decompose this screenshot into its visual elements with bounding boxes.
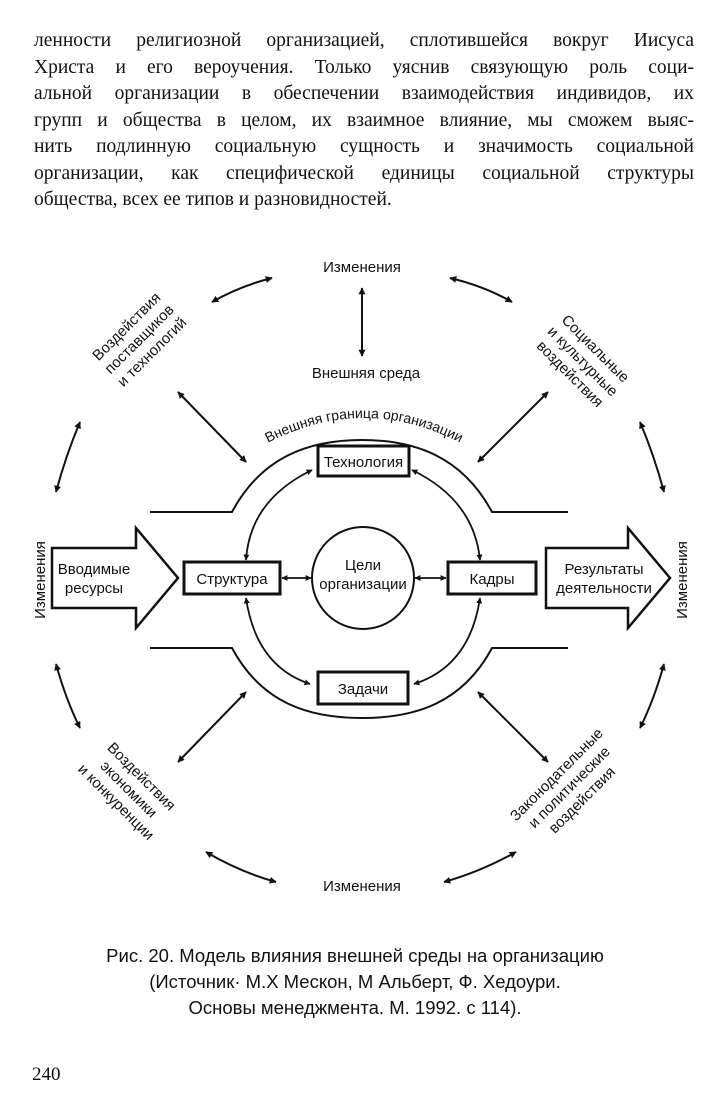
arc-arrow bbox=[411, 469, 483, 561]
outer-arrows bbox=[54, 276, 666, 884]
body-line: групп и общества в целом, их взаимное вл… bbox=[34, 109, 694, 131]
body-line: ленности религиозной организацией, сплот… bbox=[34, 30, 694, 51]
arc-arrow bbox=[54, 421, 81, 493]
arc-arrow bbox=[54, 663, 81, 729]
diagonal-arrow bbox=[177, 391, 247, 463]
arc-arrow bbox=[443, 851, 517, 884]
diagonal-arrow bbox=[477, 391, 549, 463]
caption-line: Основы менеджмента. М. 1992. с 114). bbox=[188, 997, 522, 1018]
goals-label: Цели bbox=[345, 557, 381, 574]
top-right-influence: Социальные и культурные воздействия bbox=[533, 312, 632, 411]
body-line: альной организации в обеспечении взаимод… bbox=[34, 83, 694, 104]
caption-line: (Источник· М.Х Мескон, М Альберт, Ф. Хед… bbox=[149, 971, 561, 992]
goals-circle bbox=[311, 526, 415, 630]
inner-arrows bbox=[243, 469, 483, 686]
inputs-label: ресурсы bbox=[65, 580, 123, 597]
goals-label: организации bbox=[319, 576, 406, 593]
external-env-label: Внешняя среда bbox=[312, 365, 421, 382]
arc-arrow bbox=[639, 421, 666, 493]
outputs-arrow bbox=[544, 524, 672, 632]
changes-top-label: Изменения bbox=[323, 259, 401, 276]
inputs-arrow bbox=[50, 524, 180, 632]
arc-arrow bbox=[205, 851, 277, 884]
inputs-label: Вводимые bbox=[58, 561, 130, 578]
bottom-right-influence: Законодательные и политические воздейств… bbox=[507, 725, 619, 837]
staff-box bbox=[446, 560, 538, 596]
structure-box bbox=[182, 560, 282, 596]
arc-arrow bbox=[243, 469, 313, 561]
outputs-label: деятельности bbox=[556, 580, 652, 597]
body-line: нить подлинную социальную сущность и зна… bbox=[34, 136, 694, 157]
body-line: организации, как специфической единицы с… bbox=[34, 162, 694, 184]
tasks-box bbox=[316, 670, 410, 706]
body-line: Христа и его вероучения. Только уяснив с… bbox=[34, 56, 694, 78]
caption-line: Рис. 20. Модель влияния внешней среды на… bbox=[106, 945, 604, 966]
diagonal-arrow bbox=[177, 691, 247, 763]
staff-label: Кадры bbox=[470, 571, 515, 588]
arc-arrow bbox=[639, 663, 666, 729]
diagonal-arrow bbox=[477, 691, 549, 763]
figure-caption: Рис. 20. Модель влияния внешней среды на… bbox=[0, 943, 710, 1021]
outputs-label: Результаты bbox=[565, 561, 644, 578]
top-left-influence: Воздействия поставщиков и технологий bbox=[89, 289, 190, 390]
arc-arrow bbox=[413, 597, 483, 686]
changes-right-label: Изменения bbox=[674, 541, 691, 619]
structure-label: Структура bbox=[196, 571, 268, 588]
technology-label: Технология bbox=[324, 454, 403, 471]
arc-arrow bbox=[243, 597, 311, 686]
page-number: 240 bbox=[32, 1064, 61, 1085]
body-line: общества, всех ее типов и разновидностей… bbox=[34, 189, 392, 210]
changes-bottom-label: Изменения bbox=[323, 878, 401, 895]
tasks-label: Задачи bbox=[338, 681, 388, 698]
arc-arrow bbox=[211, 276, 273, 303]
body-text: ленности религиозной организацией, сплот… bbox=[34, 28, 694, 214]
bottom-left-influence: Воздействия экономики и конкуренции bbox=[74, 739, 178, 843]
arc-arrow bbox=[449, 276, 513, 303]
changes-left-label: Изменения bbox=[32, 541, 49, 619]
technology-box bbox=[316, 444, 411, 478]
